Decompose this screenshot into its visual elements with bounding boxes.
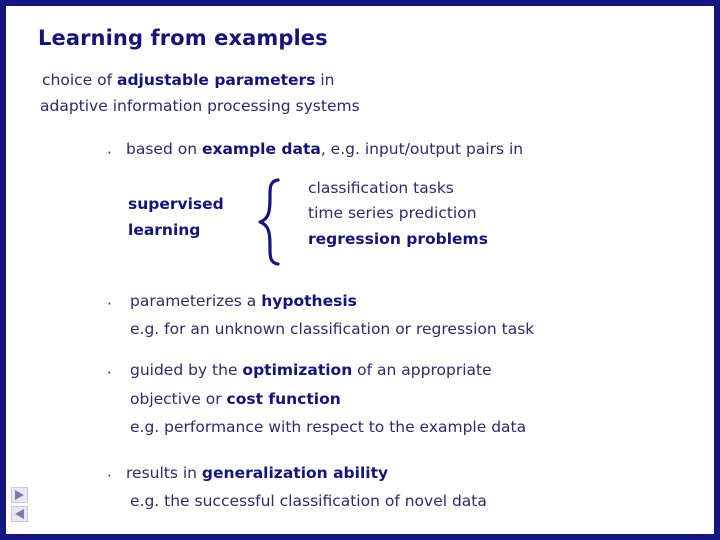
lead-line-1-suffix: in [315,71,335,89]
bullet-1-suffix: , e.g. input/output pairs in [320,140,524,158]
bullet-marker-icon: · [107,467,112,485]
bullet-1-emphasis: example data [201,140,321,158]
bullet-3-emphasis: optimization [242,361,353,379]
lead-line-1: choice of adjustable parameters in [42,71,335,89]
bullet-2-prefix: parameterizes a [130,292,262,310]
bullet-optimization-line-3: e.g. performance with respect to the exa… [130,418,527,436]
bullet-4-emphasis: generalization ability [201,464,389,482]
group-label-line-1: supervised [128,195,224,213]
bullet-hypothesis-line-1: parameterizes a hypothesis [130,292,357,310]
curly-brace-icon [254,178,284,266]
bullet-3-line-2-emphasis: cost function [226,390,341,408]
bullet-3-prefix: guided by the [130,361,243,379]
triangle-right-icon [12,488,27,502]
bullet-marker-icon: · [107,144,112,162]
bullet-1-prefix: based on [126,140,202,158]
bullet-3-line-2-prefix: objective or [130,390,227,408]
bullet-marker-icon: · [107,364,112,382]
bullet-marker-icon: · [107,295,112,313]
lead-line-1-prefix: choice of [42,71,117,89]
group-item-time-series-prediction: time series prediction [308,204,477,222]
group-item-classification-tasks: classification tasks [308,179,454,197]
lead-line-1-emphasis: adjustable parameters [117,71,316,89]
bullet-example-data-line-1: based on example data, e.g. input/output… [126,140,524,158]
bullet-3-suffix: of an appropriate [352,361,492,379]
bullet-2-emphasis: hypothesis [261,292,357,310]
next-slide-button[interactable] [11,487,28,503]
triangle-left-icon [12,507,27,521]
bullet-optimization-line-1: guided by the optimization of an appropr… [130,361,492,379]
bullet-optimization-line-2: objective or cost function [130,390,341,408]
bullet-hypothesis-line-2: e.g. for an unknown classification or re… [130,320,535,338]
bullet-generalization-line-2: e.g. the successful classification of no… [130,492,487,510]
group-label-line-2: learning [128,221,201,239]
page-title: Learning from examples [38,26,328,50]
group-item-regression-problems: regression problems [308,230,488,248]
previous-slide-button[interactable] [11,506,28,522]
bullet-4-prefix: results in [126,464,202,482]
bullet-generalization-line-1: results in generalization ability [126,464,389,482]
lead-line-2: adaptive information processing systems [40,97,360,115]
